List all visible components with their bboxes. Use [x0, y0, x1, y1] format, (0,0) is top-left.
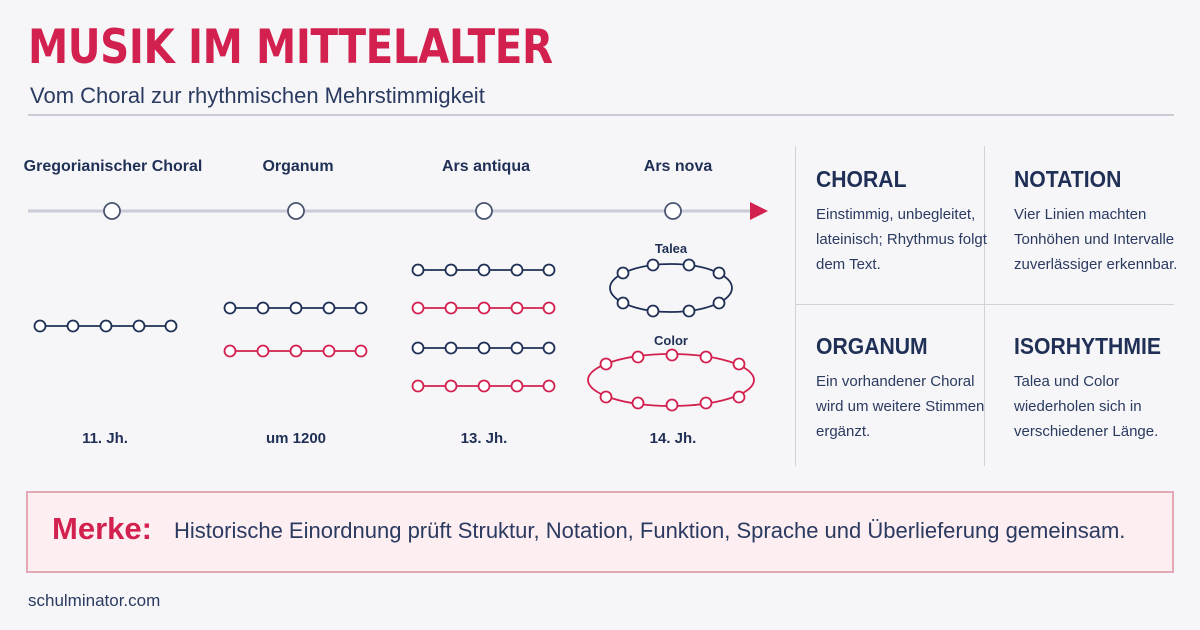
merke-text: Historische Einordnung prüft Struktur, N…	[174, 518, 1126, 543]
talea-ring	[609, 258, 733, 318]
era-label-ars-antiqua: Ars antiqua	[441, 158, 530, 175]
era-label-organum: Organum	[262, 158, 334, 175]
timeline-diagram	[28, 202, 768, 412]
card-text-organum: Ein vorhandener Choral wird um weitere S…	[816, 373, 985, 440]
ars-antiqua-voice-4	[411, 379, 556, 393]
choral-voice-line	[33, 319, 178, 333]
page-title: MUSIK IM MITTELALTER	[28, 20, 553, 75]
organum-voice-upper	[223, 301, 368, 315]
page-subtitle: Vom Choral zur rhythmischen Mehrstimmigk…	[30, 83, 485, 108]
card-title-notation: NOTATION	[1014, 166, 1122, 192]
footer-site[interactable]: schulminator.com	[28, 591, 161, 610]
header-divider	[28, 114, 1174, 116]
era-label-ars-nova: Ars nova	[643, 158, 713, 175]
card-grid-middle-divider	[795, 304, 1174, 305]
era-date-choral: 11. Jh.	[82, 430, 128, 447]
timeline-marker-ars-nova	[664, 202, 682, 220]
card-grid-left-border	[795, 146, 796, 466]
color-ring	[587, 348, 755, 412]
merke-label: Merke:	[52, 511, 152, 546]
era-date-ars-antiqua: 13. Jh.	[460, 430, 508, 447]
merke-box: Merke: Historische Einordnung prüft Stru…	[26, 491, 1174, 573]
card-title-isorhythmie: ISORHYTHMIE	[1014, 333, 1161, 359]
card-title-choral: CHORAL	[816, 166, 907, 192]
era-date-organum: um 1200	[265, 430, 327, 447]
card-grid-center-divider	[984, 146, 985, 466]
era-date-ars-nova: 14. Jh.	[649, 430, 697, 447]
card-text-notation: Vier Linien machten Tonhöhen und Interva…	[1014, 206, 1178, 273]
timeline-marker-choral	[103, 202, 121, 220]
talea-label: Talea	[654, 241, 688, 256]
era-label-choral: Gregorianischer Choral	[23, 158, 203, 175]
timeline-marker-ars-antiqua	[475, 202, 493, 220]
ars-antiqua-voice-1	[411, 263, 556, 277]
organum-voice-lower	[223, 344, 368, 358]
card-text-choral: Einstimmig, unbegleitet, lateinisch; Rhy…	[816, 206, 987, 273]
timeline-marker-organum	[287, 202, 305, 220]
color-label: Color	[654, 333, 688, 348]
ars-antiqua-voice-3	[411, 341, 556, 355]
card-title-organum: ORGANUM	[816, 333, 928, 359]
card-text-isorhythmie: Talea und Color wiederholen sich in vers…	[1014, 373, 1159, 440]
timeline-arrow-icon	[750, 202, 768, 220]
ars-antiqua-voice-2	[411, 301, 556, 315]
